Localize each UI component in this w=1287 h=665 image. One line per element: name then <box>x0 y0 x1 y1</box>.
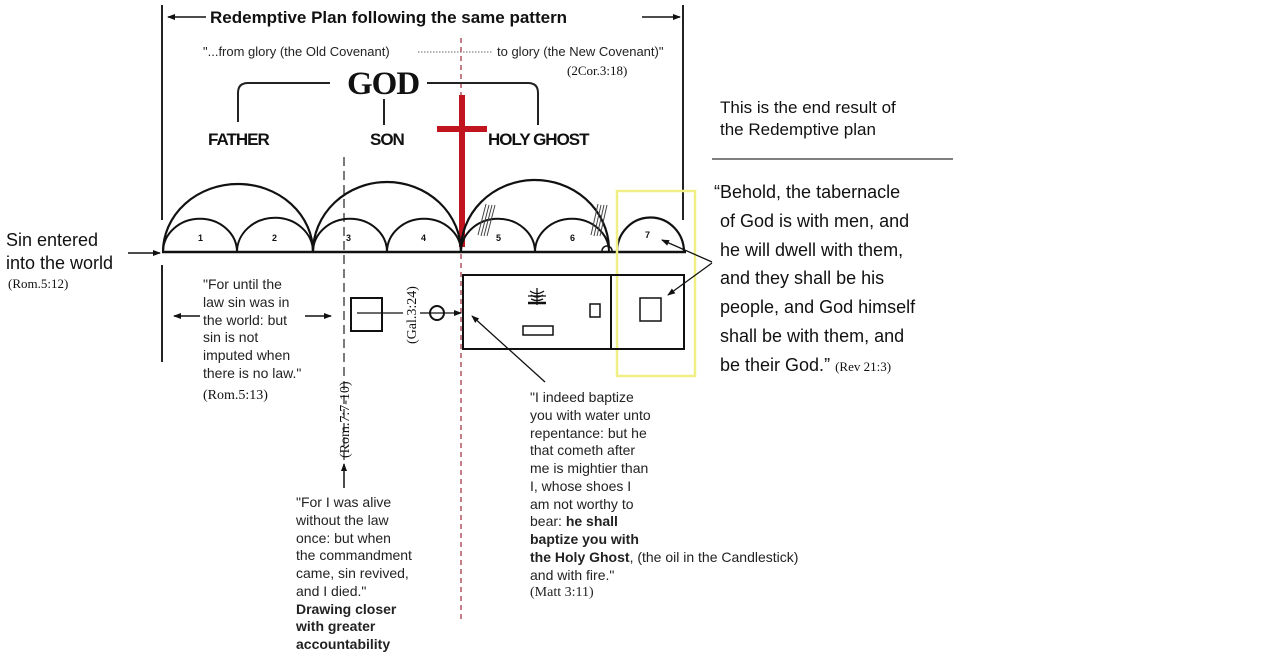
reference-rom513: (Rom.5:13) <box>203 388 268 403</box>
reference-2cor: (2Cor.3:18) <box>567 63 628 78</box>
holy-ghost-arch <box>459 178 611 253</box>
quote-line: of God is with men, and <box>720 210 910 231</box>
quote-line: and I died." <box>296 582 367 599</box>
dispensation-arch <box>236 216 314 253</box>
dispensation-number: 5 <box>496 233 502 243</box>
old-covenant-text: "...from glory (the Old Covenant) <box>203 44 390 59</box>
quote-line: the commandment <box>296 547 412 564</box>
quote-line: be their God.” (Rev 21:3) <box>714 351 915 380</box>
table-shewbread-icon <box>522 325 554 336</box>
reference-rom7: (Rom.7:7-10) <box>338 381 353 458</box>
quote-line: the world: but <box>203 311 288 328</box>
quote-line: law sin was in <box>203 293 290 310</box>
dispensation-number: 1 <box>198 233 204 243</box>
god-label: GOD <box>347 66 420 102</box>
quote-bold-line: baptize you with <box>530 531 639 548</box>
quote-line: imputed when <box>203 347 291 364</box>
new-covenant-text: to glory (the New Covenant)" <box>497 44 664 59</box>
candlestick-note: , (the oil in the Candlestick) <box>629 548 799 565</box>
dispensation-arch <box>312 217 388 253</box>
diagram-title: Redemptive Plan following the same patte… <box>210 8 568 27</box>
quote-fragment: be their God.” <box>720 354 831 375</box>
hatch-marks-6 <box>590 203 608 237</box>
dispensation-number: 4 <box>421 233 427 243</box>
quote-line: sin is not <box>203 329 259 346</box>
quote-line: came, sin revived, <box>296 565 409 582</box>
quote-rom7: "For I was alive without the law once: b… <box>296 494 412 654</box>
new-jerusalem-highlight <box>615 189 697 378</box>
dispensation-number: 7 <box>645 230 651 240</box>
matt-pointer-arrow <box>471 315 546 383</box>
quote-line: people, and God himself <box>720 297 916 318</box>
quote-line: "For I was alive <box>296 494 392 510</box>
altar-square-icon <box>350 297 383 332</box>
rev-pointer-arrow-arch <box>661 239 713 263</box>
quote-line: "I indeed baptize <box>530 389 634 405</box>
accountability-line: accountability <box>296 636 391 653</box>
quote-line: and with fire." <box>530 566 615 583</box>
father-label: FATHER <box>208 130 270 149</box>
reference-gal3: (Gal.3:24) <box>405 286 420 344</box>
sin-entered-line2: into the world <box>6 252 114 273</box>
candlestick-icon <box>528 288 546 305</box>
dispensation-arch <box>534 217 610 253</box>
quote-bold-fragment: the Holy Ghost <box>530 548 630 565</box>
quote-line: he will dwell with them, <box>720 239 904 260</box>
incense-altar-icon <box>589 303 601 318</box>
quote-line: shall be with them, and <box>720 325 905 346</box>
quote-line: the Holy Ghost, (the oil in the Candlest… <box>530 549 798 567</box>
quote-line: without the law <box>296 511 389 528</box>
ark-square-icon <box>639 297 662 322</box>
quote-matt311: "I indeed baptize you with water unto re… <box>530 389 798 602</box>
dispensation-arch <box>460 217 536 253</box>
quote-line: you with water unto <box>530 406 651 423</box>
end-result-line: This is the end result of <box>720 98 896 117</box>
dispensation-arch <box>386 217 462 253</box>
quote-line: and they shall be his <box>720 268 885 289</box>
small-loop-icon <box>601 245 613 252</box>
quote-rev213: “Behold, the tabernacle of God is with m… <box>714 178 915 380</box>
accountability-line: Drawing closer <box>296 600 397 617</box>
holy-ghost-label: HOLY GHOST <box>488 130 590 149</box>
quote-line: me is mightier than <box>530 460 649 477</box>
dispensation-number: 6 <box>570 233 576 243</box>
cross-icon <box>459 95 465 247</box>
reference-rev213: (Rev 21:3) <box>835 358 892 374</box>
accountability-line: with greater <box>296 618 376 635</box>
cross-beam <box>437 126 487 132</box>
end-result-heading: This is the end result of the Redemptive… <box>720 97 896 141</box>
quote-line: “Behold, the tabernacle <box>714 182 901 202</box>
quote-line: repentance: but he <box>530 424 647 441</box>
hatch-marks-5 <box>477 203 496 237</box>
quote-line: am not worthy to <box>530 495 634 512</box>
sin-entered-text: Sin entered into the world <box>6 229 113 274</box>
godhead-bracket <box>237 82 330 122</box>
dispensation-number: 2 <box>272 233 278 243</box>
holy-place-box <box>462 274 612 350</box>
quote-line: there is no law." <box>203 364 302 381</box>
holy-of-holies-box <box>610 274 685 350</box>
dispensation-arch <box>162 217 238 253</box>
quote-line: bear: he shall <box>530 513 798 531</box>
end-result-line: the Redemptive plan <box>720 120 876 140</box>
dispensation-number: 3 <box>346 233 352 243</box>
quote-line: that cometh after <box>530 442 636 459</box>
reference-rom512: (Rom.5:12) <box>8 276 69 291</box>
quote-line: I, whose shoes I <box>530 477 632 494</box>
arch-7 <box>615 216 686 253</box>
quote-fragment: bear: <box>530 513 566 530</box>
quote-line: "For until the <box>203 276 282 292</box>
quote-line: once: but when <box>296 529 391 546</box>
son-arch <box>311 180 463 253</box>
quote-bold-fragment: he shall <box>565 513 618 530</box>
quote-rom513: "For until the law sin was in the world:… <box>203 276 301 383</box>
godhead-bracket-right <box>427 82 539 125</box>
reference-matt311: (Matt 3:11) <box>530 585 594 601</box>
rev-pointer-arrow-ark <box>667 262 713 296</box>
father-arch <box>161 182 315 253</box>
son-label: SON <box>370 130 405 149</box>
sin-entered-line1: Sin entered <box>6 230 99 250</box>
